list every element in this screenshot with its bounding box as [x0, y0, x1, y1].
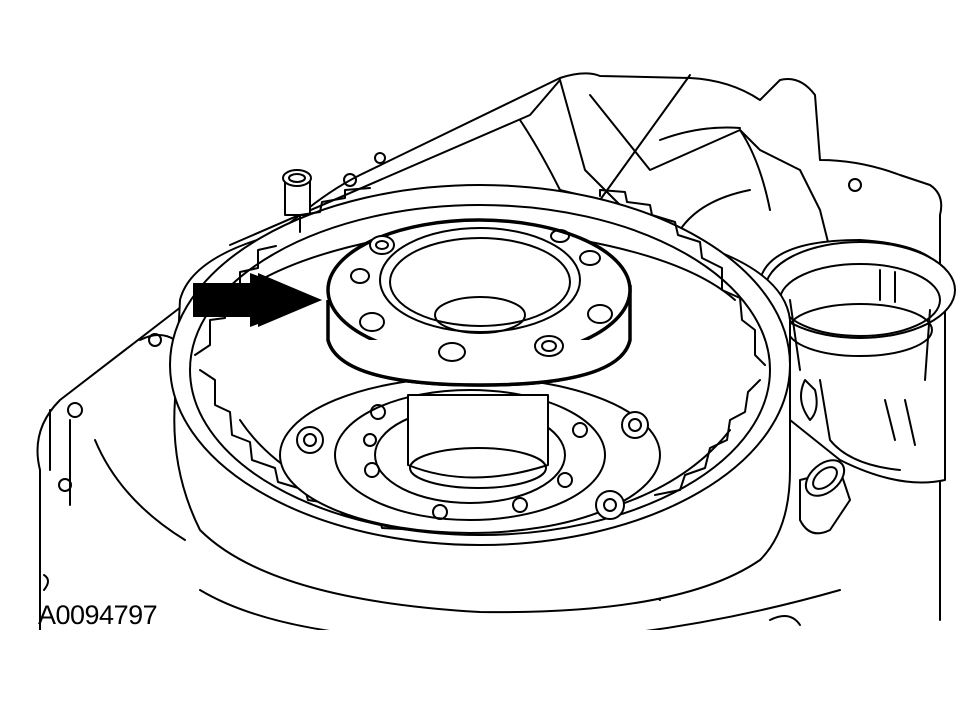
double-arrow-right-icon: [193, 273, 322, 327]
figure-id-label: A0094797: [38, 600, 158, 630]
differential-housing: [759, 239, 956, 484]
inner-hub: [279, 376, 661, 534]
ring-fixture: [326, 218, 632, 387]
drain-plug: [799, 379, 851, 535]
breather-tube: [282, 169, 312, 216]
